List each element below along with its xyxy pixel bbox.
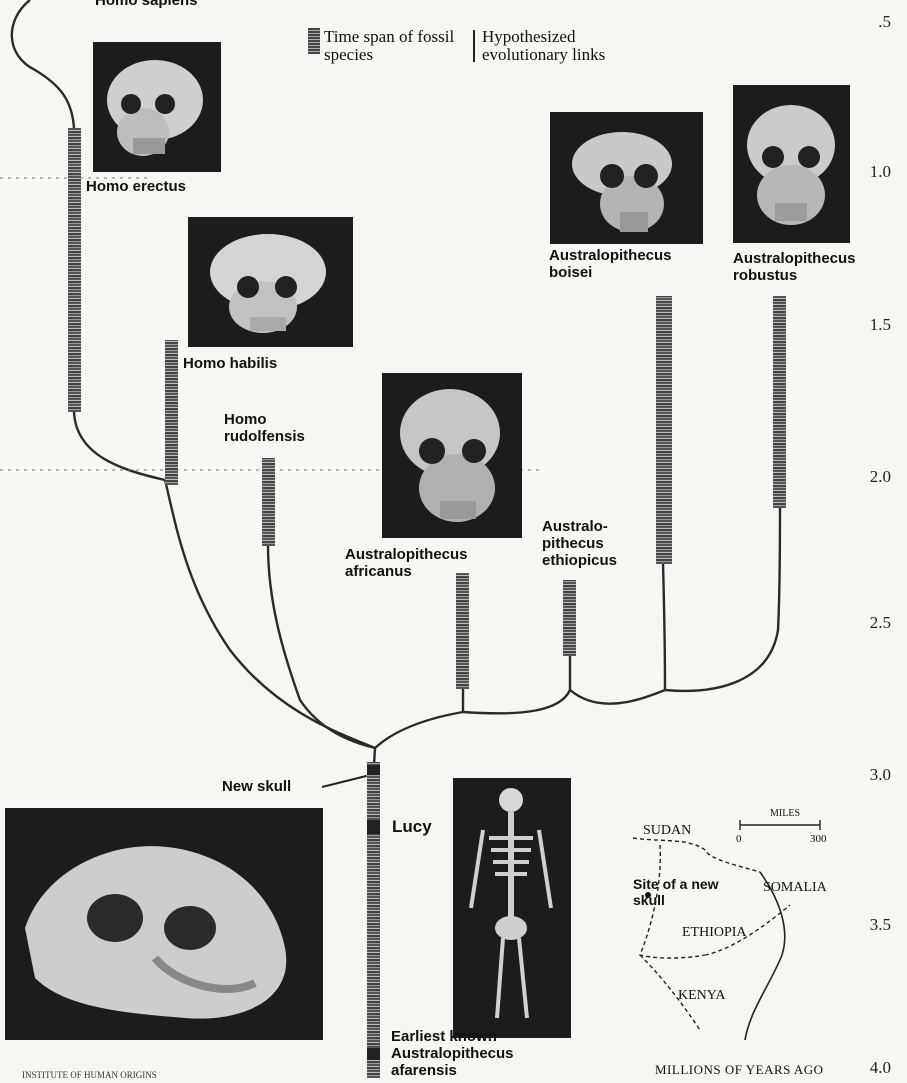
bar-au-robustus xyxy=(773,296,786,508)
photo-credit: INSTITUTE OF HUMAN ORIGINS xyxy=(22,1070,157,1080)
map-label-sudan: SUDAN xyxy=(643,823,691,839)
map-label-kenya: KENYA xyxy=(678,988,725,1004)
top-cut-label: Homo sapiens xyxy=(95,0,198,9)
label-au-afarensis: Earliest known Australopithecus afarensi… xyxy=(391,1028,541,1079)
axis-tick-2-0: 2.0 xyxy=(870,467,891,487)
map-scale-zero: 0 xyxy=(736,833,742,845)
map-label-site: Site of a new skull xyxy=(633,876,733,908)
map-label-ethiopia: ETHIOPIA xyxy=(682,925,747,941)
map-scale-unit: MILES xyxy=(770,808,800,819)
label-au-boisei: Australopithecus boisei xyxy=(549,247,689,281)
axis-tick-0-5: .5 xyxy=(878,12,891,32)
afarensis-new-skull-mark xyxy=(367,765,380,775)
photo-au-africanus xyxy=(382,373,522,538)
legend-link-line xyxy=(473,30,475,62)
map-scale-max: 300 xyxy=(810,833,827,845)
label-new-skull: New skull xyxy=(222,778,291,795)
bar-au-afarensis xyxy=(367,762,380,1078)
legend-timespan-swatch xyxy=(308,28,320,54)
afarensis-lucy-mark xyxy=(367,820,380,834)
axis-tick-1-5: 1.5 xyxy=(870,315,891,335)
photo-au-boisei xyxy=(550,112,703,244)
label-homo-habilis: Homo habilis xyxy=(183,355,277,372)
label-au-ethiopicus: Australo- pithecus ethiopicus xyxy=(542,518,632,569)
bar-homo-rudolfensis xyxy=(262,458,275,546)
label-homo-rudolfensis: Homo rudolfensis xyxy=(224,411,306,445)
axis-tick-3-0: 3.0 xyxy=(870,765,891,785)
axis-tick-3-5: 3.5 xyxy=(870,915,891,935)
bar-au-ethiopicus xyxy=(563,580,576,656)
photo-au-robustus xyxy=(733,85,850,243)
photo-homo-habilis xyxy=(188,217,353,347)
bar-homo-erectus xyxy=(68,128,81,412)
label-homo-erectus: Homo erectus xyxy=(86,178,186,195)
photo-new-skull xyxy=(5,808,323,1040)
map-label-somalia: SOMALIA xyxy=(763,880,827,896)
axis-tick-4-0: 4.0 xyxy=(870,1058,891,1078)
photo-homo-erectus xyxy=(93,42,221,172)
axis-tick-1-0: 1.0 xyxy=(870,162,891,182)
afarensis-earliest-mark xyxy=(367,1048,380,1060)
legend-timespan-label: Time span of fossil species xyxy=(324,28,464,64)
bar-au-boisei xyxy=(656,296,672,564)
bar-au-africanus xyxy=(456,573,469,689)
label-lucy: Lucy xyxy=(392,818,432,835)
legend-links-label: Hypothesized evolutionary links xyxy=(482,28,652,64)
axis-caption: MILLIONS OF YEARS AGO xyxy=(655,1062,824,1078)
axis-tick-2-5: 2.5 xyxy=(870,613,891,633)
bar-homo-habilis xyxy=(165,340,178,485)
photo-lucy-skeleton xyxy=(453,778,571,1038)
label-au-africanus: Australopithecus africanus xyxy=(345,546,485,580)
label-au-robustus: Australopithecus robustus xyxy=(733,250,868,284)
